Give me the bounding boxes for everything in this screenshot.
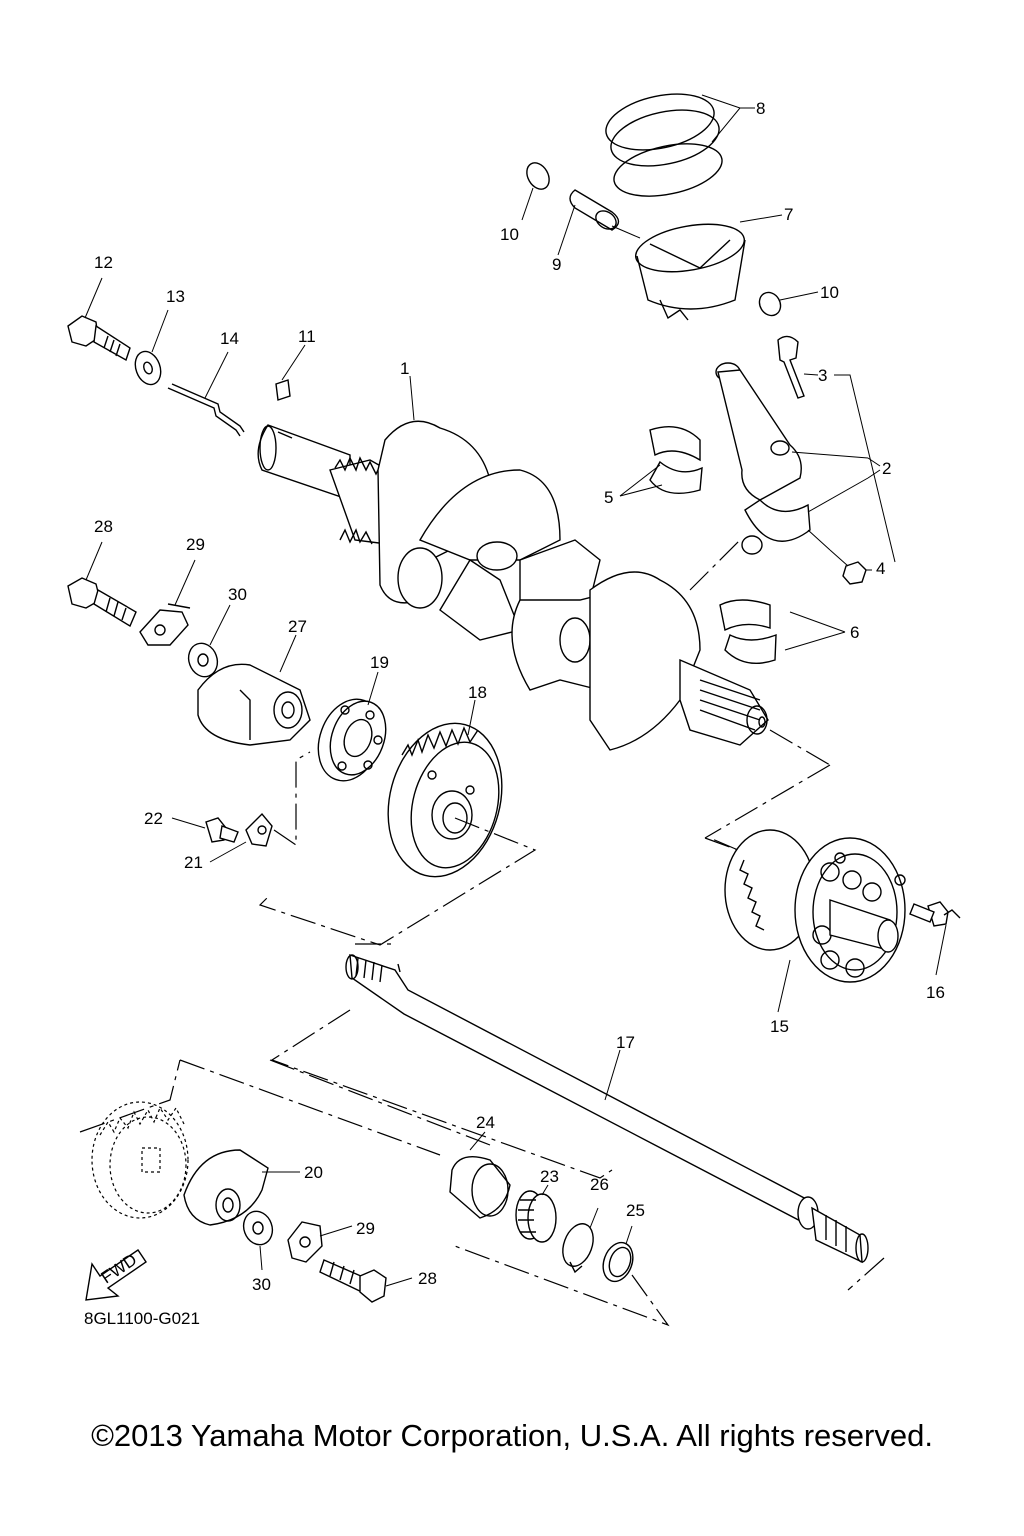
label-19: 19: [370, 653, 389, 672]
plate-29-bottom: [287, 1221, 353, 1263]
label-15: 15: [770, 1017, 789, 1036]
screw-22: [171, 817, 239, 843]
label-9: 9: [552, 255, 561, 274]
copyright-notice: ©2013 Yamaha Motor Corporation, U.S.A. A…: [91, 1418, 933, 1453]
connecting-rod: [715, 362, 881, 555]
label-26: 26: [590, 1175, 609, 1194]
label-12: 12: [94, 253, 113, 272]
balancer-driven-gear-dotted: [79, 1059, 441, 1219]
label-6: 6: [850, 623, 859, 642]
label-10b: 10: [820, 283, 839, 302]
plate-29-top: [139, 559, 196, 646]
stopper-21: [209, 751, 311, 863]
label-22: 22: [144, 809, 163, 828]
label-23: 23: [540, 1167, 559, 1186]
starter-clutch-15: [709, 829, 906, 1013]
label-30a: 30: [228, 585, 247, 604]
label-5: 5: [604, 488, 613, 507]
label-3: 3: [818, 366, 827, 385]
label-17: 17: [616, 1033, 635, 1052]
washer-30-top: [187, 604, 231, 678]
bolt-16: [909, 901, 961, 976]
bolt-28-top: [67, 541, 137, 628]
label-7: 7: [784, 205, 793, 224]
washer-30-bottom: [242, 1210, 274, 1271]
needle-bearing-23: [515, 1184, 557, 1243]
circlip-26: [562, 1207, 599, 1274]
label-11: 11: [298, 327, 316, 346]
crankshaft: [257, 375, 769, 751]
label-1: 1: [400, 359, 409, 378]
label-10a: 10: [500, 225, 519, 244]
label-14: 14: [220, 329, 239, 348]
label-2: 2: [882, 459, 891, 478]
diagram-code: 8GL1100-G021: [84, 1309, 200, 1328]
balancer-weight-27: [197, 634, 311, 746]
plate-14: [167, 351, 245, 437]
label-30b: 30: [252, 1275, 271, 1294]
woodruff-key: [275, 344, 306, 401]
collar-24: [449, 1131, 511, 1219]
label-29b: 29: [356, 1219, 375, 1238]
piston: [635, 214, 783, 321]
label-20: 20: [304, 1163, 323, 1182]
label-21: 21: [184, 853, 203, 872]
bolt-12: [67, 277, 131, 362]
label-16: 16: [926, 983, 945, 1002]
balancer-weight-20: [183, 1149, 300, 1226]
label-28a: 28: [94, 517, 113, 536]
piston-pin: [557, 189, 641, 256]
label-24: 24: [476, 1113, 495, 1132]
label-4: 4: [876, 559, 885, 578]
bearing-19: [317, 671, 387, 782]
label-18: 18: [468, 683, 487, 702]
rod-bolt: [777, 335, 896, 563]
label-28b: 28: [418, 1269, 437, 1288]
label-25: 25: [626, 1201, 645, 1220]
washer-13: [134, 309, 169, 386]
gear-18: [258, 699, 537, 946]
label-29a: 29: [186, 535, 205, 554]
label-13: 13: [166, 287, 185, 306]
rod-bearing: [619, 426, 703, 497]
piston-rings: [605, 93, 755, 197]
fwd-arrow-icon: FWD: [85, 1249, 147, 1301]
label-27: 27: [288, 617, 307, 636]
washer-25: [451, 1225, 670, 1327]
rod-nut: [807, 529, 872, 585]
bolt-28-bottom: [319, 1259, 413, 1303]
label-8: 8: [756, 99, 765, 118]
main-bearing: [719, 599, 846, 664]
part-labels: 1 2 3 4 5 6 7 8 9 10 10 11 12 13 14 15 1…: [94, 99, 945, 1294]
piston-pin-clip: [521, 162, 819, 317]
balancer-shaft-17: [269, 953, 869, 1264]
